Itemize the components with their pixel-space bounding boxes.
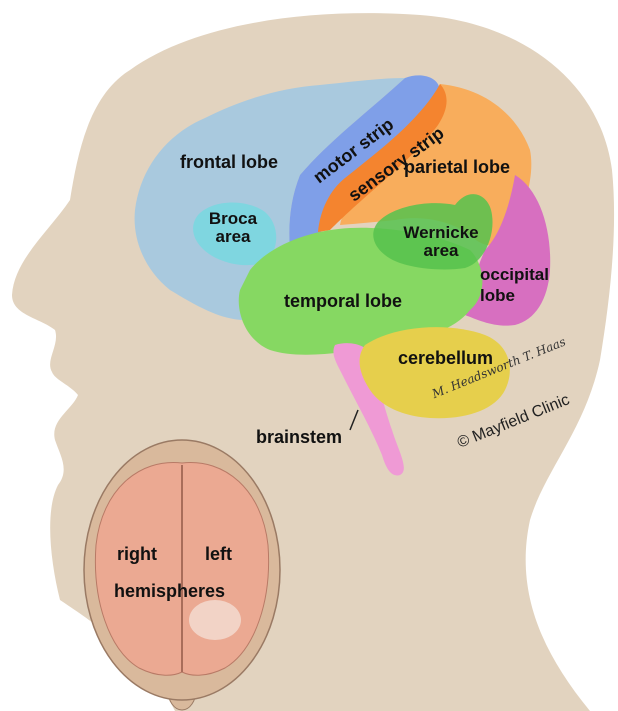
label-left: left: [205, 545, 232, 563]
label-occipital-line-1: occipital: [480, 266, 549, 283]
label-hemispheres: hemispheres: [114, 582, 225, 600]
label-cerebellum: cerebellum: [398, 349, 493, 367]
label-occipital-line-2: lobe: [480, 287, 515, 304]
label-frontal-lobe: frontal lobe: [180, 153, 278, 171]
label-wernicke-line-2: area: [395, 242, 487, 259]
label-temporal-lobe: temporal lobe: [284, 292, 402, 310]
label-wernicke-line-1: Wernicke: [395, 224, 487, 241]
label-broca-line-1: Broca: [203, 210, 263, 227]
label-brainstem: brainstem: [256, 428, 342, 446]
label-parietal-lobe: parietal lobe: [404, 158, 510, 176]
label-broca-line-2: area: [203, 228, 263, 245]
label-right: right: [117, 545, 157, 563]
top-view-highlight: [189, 600, 241, 640]
